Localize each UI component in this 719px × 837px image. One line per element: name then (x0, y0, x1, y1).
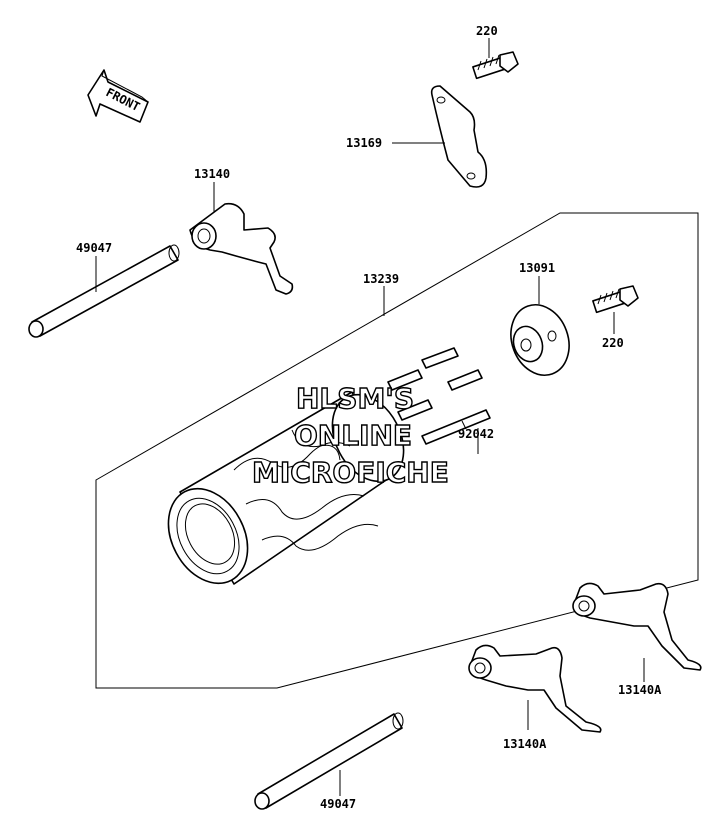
front-arrow-icon: FRONT (87, 69, 149, 123)
shaft-top-icon (28, 244, 180, 338)
label-drum-assy: 13239 (363, 272, 399, 286)
label-bolt-top: 220 (476, 24, 498, 38)
bolt-right-icon (592, 285, 639, 314)
label-fork-right: 13140A (618, 683, 662, 697)
shift-drum-icon (167, 391, 405, 585)
watermark-line1: HLSM'S (296, 382, 414, 415)
watermark-line3: MICROFICHE (252, 456, 449, 489)
assembly-outline (95, 212, 699, 689)
label-bolt-right: 220 (602, 336, 624, 350)
label-fork-top: 13140 (194, 167, 230, 181)
label-shaft-top: 49047 (76, 241, 112, 255)
label-shaft-bottom: 49047 (320, 797, 356, 811)
shift-fork-right-icon (572, 582, 702, 671)
label-pins: 92042 (458, 427, 494, 441)
shift-fork-top-icon (189, 202, 294, 295)
plate-icon (510, 304, 570, 376)
bracket-icon (430, 85, 488, 188)
shift-fork-bottom-icon (468, 644, 602, 733)
watermark: HLSM'S ONLINE MICROFICHE (251, 381, 449, 489)
pins-icon (387, 347, 491, 445)
label-fork-bottom: 13140A (503, 737, 547, 751)
watermark-line2: ONLINE (294, 419, 412, 452)
shaft-bottom-icon (254, 712, 404, 810)
label-plate: 13091 (519, 261, 555, 275)
label-bracket: 13169 (346, 136, 382, 150)
bolt-top-icon (472, 51, 519, 80)
